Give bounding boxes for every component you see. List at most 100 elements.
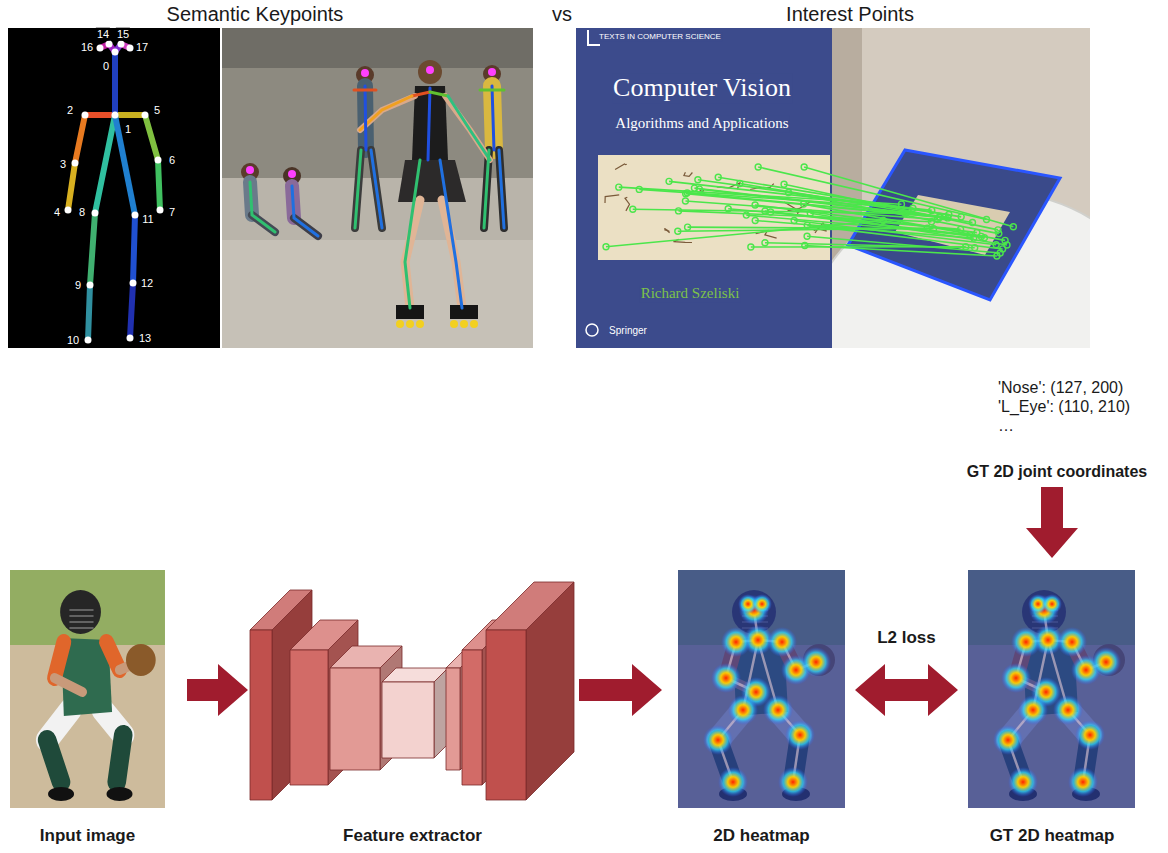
heat-blob xyxy=(1068,767,1098,797)
illustration-part xyxy=(222,240,533,348)
illustration-part xyxy=(450,305,478,319)
illustration-part xyxy=(398,160,466,202)
joint-dot xyxy=(127,45,134,52)
match-point xyxy=(791,217,797,223)
heat-blob xyxy=(1042,594,1062,614)
joint-dot xyxy=(118,41,125,48)
skeleton-panel xyxy=(8,28,220,348)
match-point xyxy=(969,219,975,225)
heat-blob xyxy=(721,627,751,657)
match-point xyxy=(603,244,609,250)
illustration-part xyxy=(396,320,404,328)
thick-arrow xyxy=(1026,487,1078,558)
callout-number: 13 xyxy=(138,332,152,345)
book-subtitle: Algorithms and Applications xyxy=(614,115,789,132)
illustration-part xyxy=(470,320,478,328)
match-point xyxy=(630,206,636,212)
callout-number: 17 xyxy=(135,41,149,54)
heat-blob xyxy=(711,663,741,693)
sleeve xyxy=(55,642,64,678)
sketch-stroke xyxy=(664,228,669,232)
image-box: Input image xyxy=(10,570,165,846)
heat-blob xyxy=(1018,695,1048,725)
block-top xyxy=(330,646,402,668)
limb-line xyxy=(85,112,115,118)
illustration-part xyxy=(492,86,494,150)
callout-number: 4 xyxy=(53,206,61,219)
forearm xyxy=(55,678,83,692)
match-point xyxy=(682,198,688,204)
shoe xyxy=(107,787,133,801)
illustration-part xyxy=(406,320,414,328)
joint-dot xyxy=(85,337,92,344)
illustration-part xyxy=(246,166,254,174)
callout-number: 14 xyxy=(96,28,110,41)
callout-number: 0 xyxy=(102,60,110,73)
block-front xyxy=(290,650,328,785)
limb-line xyxy=(133,215,135,283)
network-blocks xyxy=(250,582,574,800)
illustration-part xyxy=(292,186,318,236)
illustration-part xyxy=(355,150,361,228)
match-point xyxy=(804,233,810,239)
callout-number: 9 xyxy=(74,279,82,292)
limb-line xyxy=(95,115,115,213)
illustration-part xyxy=(576,28,832,348)
shoe xyxy=(48,787,74,801)
illustration-part xyxy=(460,320,468,328)
figure-area xyxy=(250,570,575,810)
joint-dot xyxy=(127,335,134,342)
mask-bar xyxy=(69,615,93,617)
callout-number: 1 xyxy=(124,123,132,136)
match-point xyxy=(801,201,807,207)
illustration-part xyxy=(222,28,533,178)
thick-arrow xyxy=(579,664,662,716)
illustration-part xyxy=(445,96,490,160)
callout-number: 10 xyxy=(66,334,80,347)
illustration-part xyxy=(450,320,458,328)
callout-number: 15 xyxy=(116,28,130,41)
match-line xyxy=(751,246,966,248)
coordinate-line: 'Nose': (127, 200) xyxy=(950,378,1164,397)
illustration-part xyxy=(484,150,489,228)
figure-area xyxy=(10,570,165,810)
coordinate-line: 'L_Eye': (110, 210) xyxy=(950,397,1164,416)
match-line xyxy=(606,220,883,246)
illustration-part xyxy=(430,92,448,96)
heat-blob xyxy=(752,594,772,614)
callout-number: 6 xyxy=(168,154,176,167)
match-line xyxy=(740,183,973,222)
match-point xyxy=(1002,237,1008,243)
match-point xyxy=(929,219,935,225)
block-front xyxy=(486,630,526,800)
heat-blob xyxy=(1091,647,1121,677)
match-point xyxy=(695,177,701,183)
match-point xyxy=(996,231,1002,237)
joint-dot xyxy=(106,41,113,48)
limb-line xyxy=(145,115,158,160)
illustration-part xyxy=(246,66,496,178)
illustration-part xyxy=(360,96,415,130)
coordinate-line: … xyxy=(950,416,1164,435)
mask-bar xyxy=(69,627,93,629)
sketch-stroke xyxy=(605,195,619,203)
grass xyxy=(10,570,165,645)
shin-guard xyxy=(117,735,123,782)
illustration-part xyxy=(484,150,489,228)
network-box: Feature extractor xyxy=(250,570,575,846)
illustration-part xyxy=(448,96,490,160)
illustration-part xyxy=(440,160,462,308)
illustration-part xyxy=(412,92,430,96)
match-point xyxy=(804,222,810,228)
illustration-part xyxy=(355,150,361,228)
block-top xyxy=(250,590,312,630)
block-top xyxy=(382,668,448,682)
people-photo xyxy=(222,28,533,348)
thick-arrow xyxy=(855,664,958,716)
match-point xyxy=(715,174,721,180)
illustration-part xyxy=(499,150,504,228)
limb-line xyxy=(115,112,145,118)
heat-blob xyxy=(993,725,1023,755)
callout-number: 11 xyxy=(141,213,154,226)
input-photo xyxy=(10,570,165,808)
